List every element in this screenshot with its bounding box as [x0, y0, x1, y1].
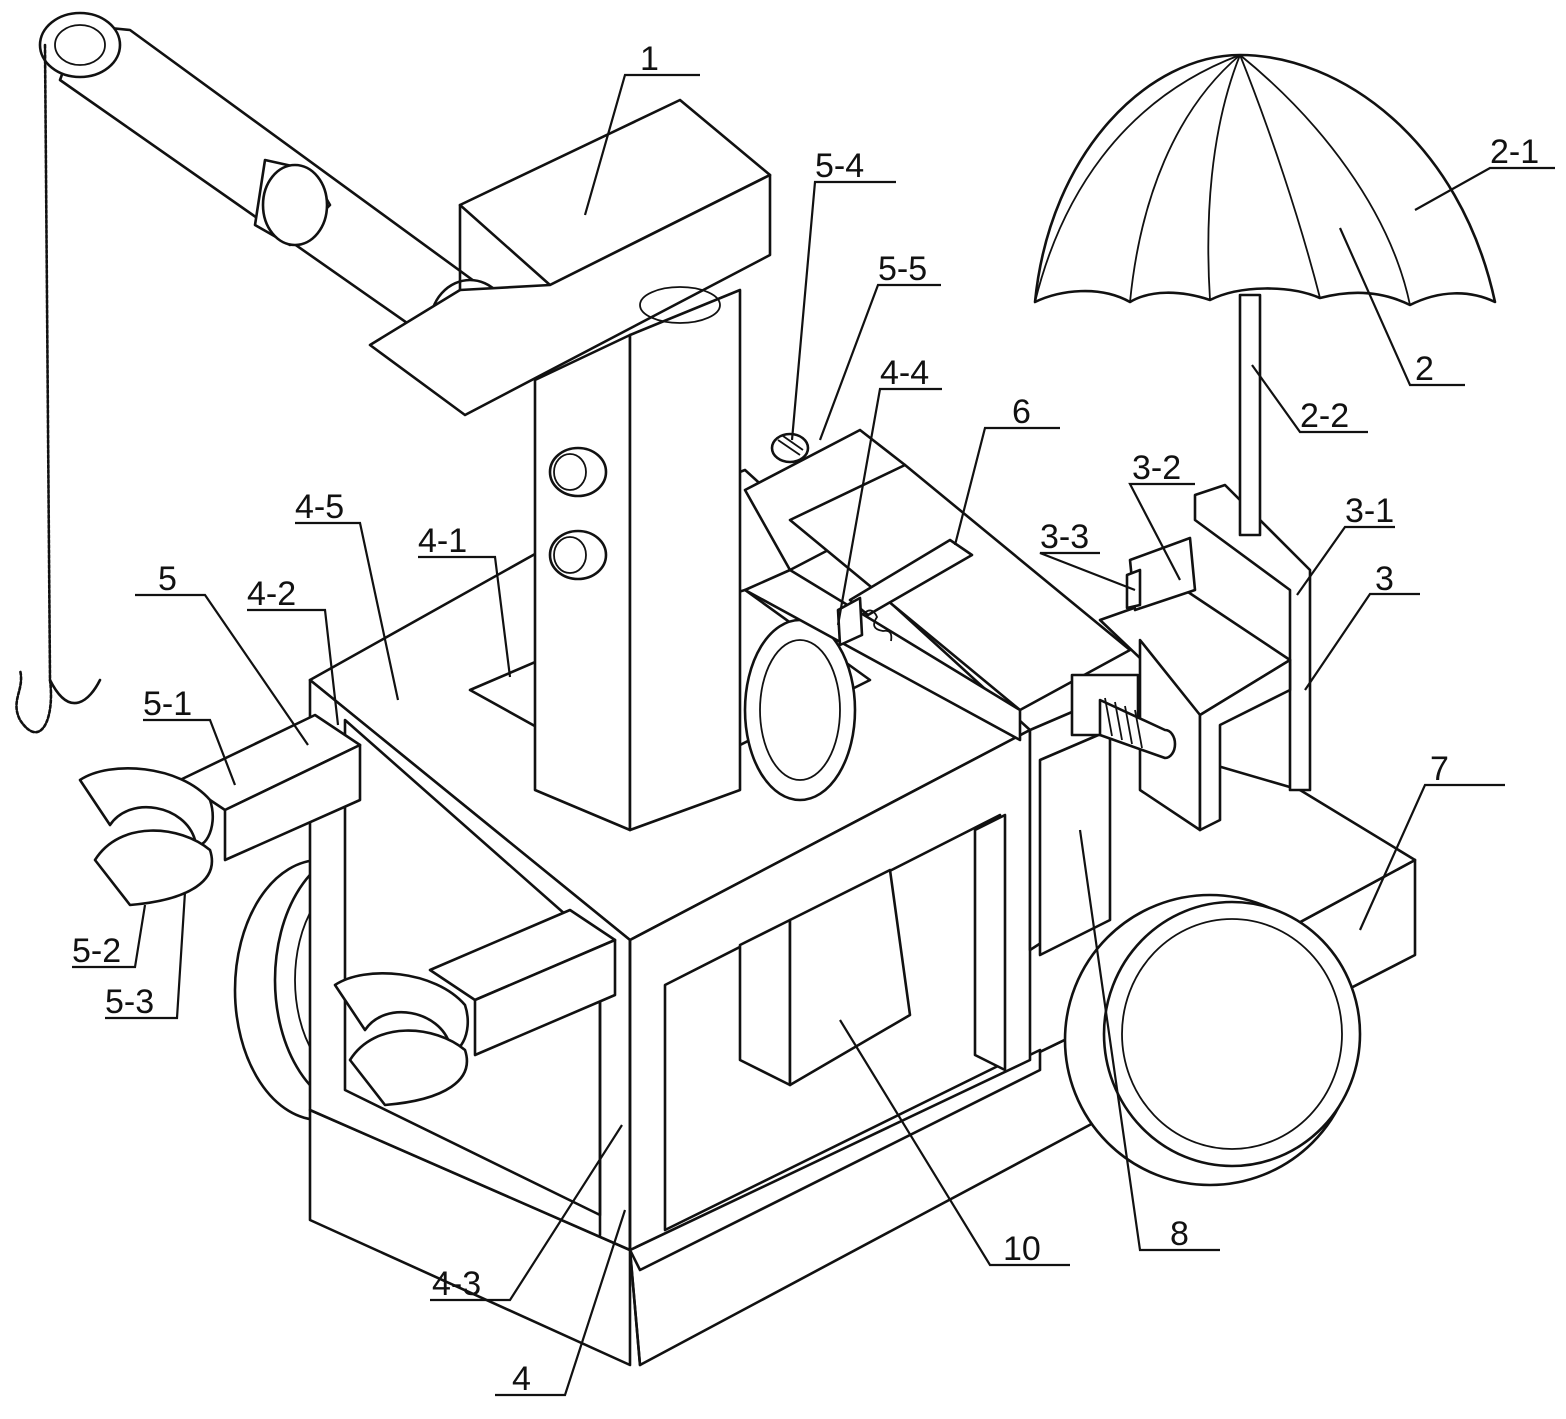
label-4-5: 4-5 — [295, 488, 344, 526]
label-4-2: 4-2 — [247, 575, 296, 613]
vertical-column — [535, 290, 740, 830]
label-3-3: 3-3 — [1040, 518, 1089, 556]
label-5: 5 — [158, 560, 177, 598]
label-3-2: 3-2 — [1132, 449, 1181, 487]
label-10: 10 — [1003, 1230, 1041, 1268]
label-8: 8 — [1170, 1215, 1189, 1253]
umbrella — [1035, 55, 1495, 535]
inner-wheel — [745, 620, 855, 800]
label-5-5: 5-5 — [878, 250, 927, 288]
label-2: 2 — [1415, 350, 1434, 388]
label-4: 4 — [512, 1360, 531, 1398]
label-3-1: 3-1 — [1345, 492, 1394, 530]
label-1: 1 — [640, 40, 659, 78]
label-2-2: 2-2 — [1300, 397, 1349, 435]
label-5-1: 5-1 — [143, 685, 192, 723]
label-4-1: 4-1 — [418, 522, 467, 560]
label-5-4: 5-4 — [815, 147, 864, 185]
label-5-3: 5-3 — [105, 983, 154, 1021]
label-6: 6 — [1012, 393, 1031, 431]
label-4-3: 4-3 — [432, 1265, 481, 1303]
label-5-2: 5-2 — [72, 932, 121, 970]
label-4-4: 4-4 — [880, 354, 929, 392]
label-3: 3 — [1375, 560, 1394, 598]
label-2-1: 2-1 — [1490, 133, 1539, 171]
label-7: 7 — [1430, 750, 1449, 788]
